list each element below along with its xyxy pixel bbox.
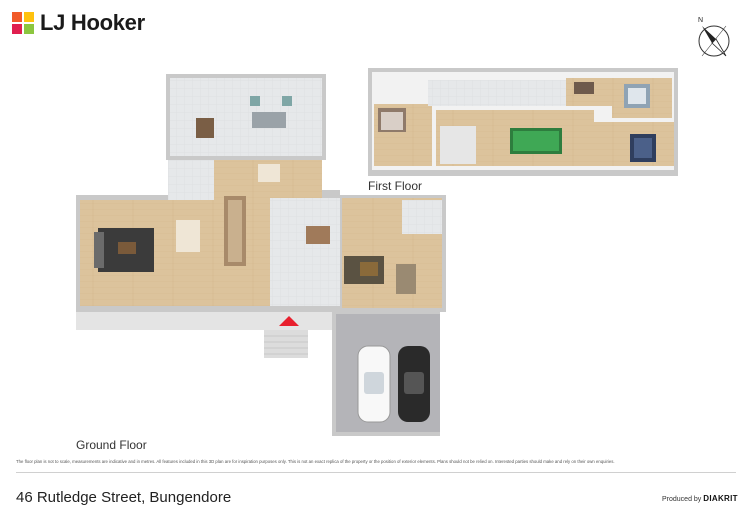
producer-name: DIAKRIT xyxy=(703,494,738,503)
entry-marker-icon xyxy=(279,316,299,326)
disclaimer-text: The floor plan is not to scale, measurem… xyxy=(16,459,615,464)
logo-square xyxy=(12,12,22,22)
ground-floor-label: Ground Floor xyxy=(76,438,147,452)
logo-square xyxy=(24,12,34,22)
producer-credit: Produced by DIAKRIT xyxy=(662,494,738,503)
logo-squares-icon xyxy=(12,12,34,34)
ground-floor-plan xyxy=(76,74,446,436)
first-floor-plan xyxy=(368,68,678,176)
front-steps xyxy=(264,330,308,358)
outdoor-table-icon xyxy=(196,118,214,138)
staircase xyxy=(440,126,476,164)
compass-north-label: N xyxy=(698,17,703,24)
outdoor-lounge-icon xyxy=(252,112,286,128)
bathroom-1 xyxy=(428,80,470,106)
courtyard xyxy=(168,160,218,200)
alfresco-deck xyxy=(170,78,322,156)
footer-divider xyxy=(16,472,736,473)
laundry-bench-icon xyxy=(306,226,330,244)
compass-icon: N xyxy=(698,17,730,57)
logo-square xyxy=(12,24,22,34)
produced-by-label: Produced by xyxy=(662,496,702,503)
dining-table-icon xyxy=(176,220,200,252)
hallway xyxy=(270,198,340,306)
property-address: 46 Rutledge Street, Bungendore xyxy=(16,489,232,506)
bathroom-2 xyxy=(470,80,518,106)
first-floor-label: First Floor xyxy=(368,179,422,193)
hall-first xyxy=(518,80,566,106)
sofa-icon xyxy=(94,232,104,268)
ensuite xyxy=(402,200,442,234)
dining-table-icon xyxy=(258,164,280,182)
logo-square xyxy=(24,24,34,34)
brand-name: LJ Hooker xyxy=(40,10,145,35)
brand-logo: LJ Hooker xyxy=(12,10,145,36)
kitchen-bench-icon xyxy=(396,264,416,294)
